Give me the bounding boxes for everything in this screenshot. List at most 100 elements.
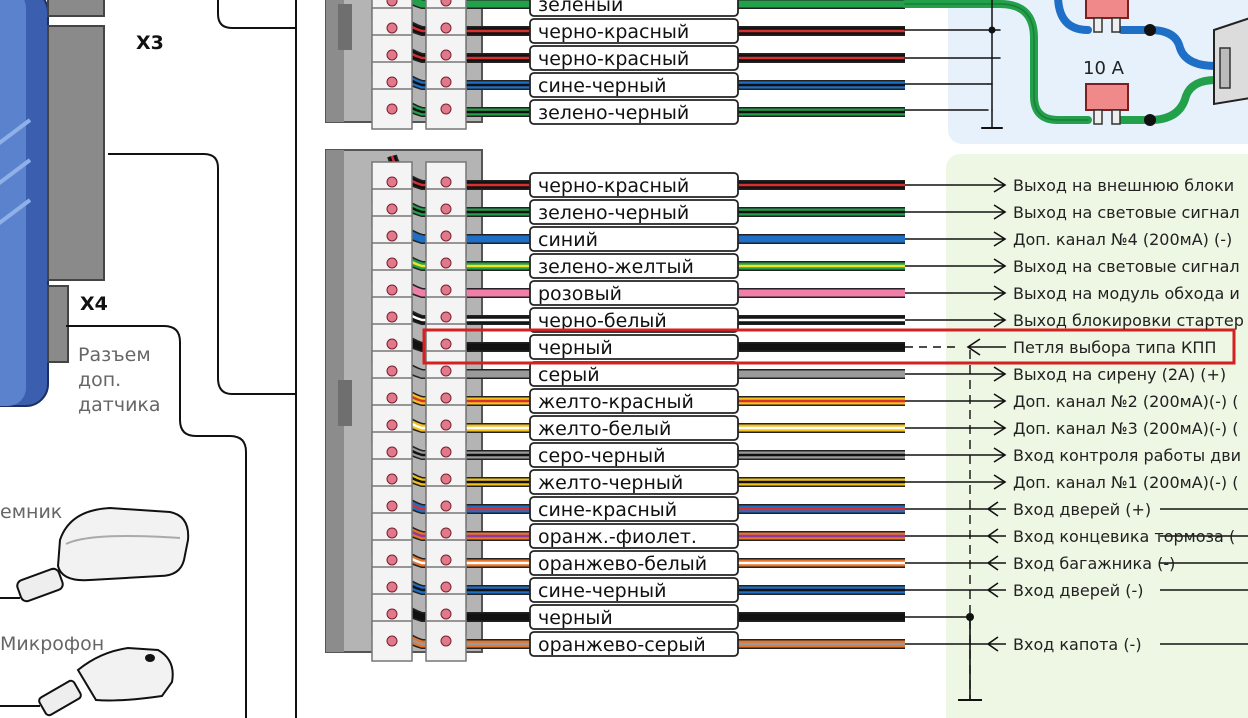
main-wire-13-terminal-pin [386, 527, 398, 539]
main-wire-0-label-box [529, 172, 739, 198]
main-unit [0, 0, 49, 407]
main-wire-16-junction-dot [966, 613, 974, 621]
main-wire-2-terminal-pin [386, 230, 398, 242]
main-wire-8-description: Доп. канал №2 (200мА)(-) ( [1013, 392, 1239, 411]
main-wire-0-terminal-pin [440, 176, 452, 188]
main-wire-8-label-box [529, 388, 739, 414]
connector-x3-label: X3 [136, 32, 164, 54]
top-wire-2-terminal-pin [386, 49, 398, 61]
microphone-label: Микрофон [0, 633, 104, 655]
main-wire-16-terminal-pin [440, 608, 452, 620]
main-wire-12-terminal-pin [440, 500, 452, 512]
main-wire-17-arrow-icon [905, 636, 1006, 652]
main-wire-3-terminal-pin [440, 257, 452, 269]
main-wire-12-description: Вход дверей (+) [1013, 500, 1151, 519]
fuse-label: 10 A [1083, 58, 1125, 79]
main-wire-9-label-box [529, 415, 739, 441]
main-wire-13-label: оранж.-фиолет. [538, 526, 697, 548]
main-wire-7-terminal-pin [440, 365, 452, 377]
main-wire-3-label: зелено-желтый [538, 256, 694, 278]
relay-icon [1213, 17, 1248, 106]
main-wire-3-terminal-pin [386, 257, 398, 269]
main-wire-5-arrow-icon [905, 312, 1007, 328]
top-wire-1-label: черно-красный [538, 21, 689, 43]
main-wire-8-label: желто-красный [538, 391, 694, 413]
fuse-area [901, 0, 1220, 129]
main-wire-6-description: Петля выбора типа КПП [1013, 338, 1216, 357]
highlight-box [422, 328, 1236, 365]
top-wire-4-label: зелено-черный [538, 102, 689, 124]
main-wire-4-terminal-pin [440, 284, 452, 296]
main-wire-4-label: розовый [538, 283, 622, 305]
main-wire-17-terminal-pin [386, 635, 398, 647]
main-wire-10-description: Вход контроля работы дви [1013, 446, 1241, 465]
green-panel [946, 154, 1248, 718]
main-wire-1-terminal-pin [440, 203, 452, 215]
aux-connector-line-2: доп. [78, 369, 121, 391]
main-wire-13-description: Вход концевика тормоза ( [1013, 527, 1235, 546]
main-wire-5-terminal-pin [386, 311, 398, 323]
main-wire-9-terminal-pin [386, 419, 398, 431]
main-wire-1-terminal-pin [386, 203, 398, 215]
main-wire-16-terminal-pin [386, 608, 398, 620]
main-wire-2-label: синий [538, 229, 598, 251]
top-wire-0-label: зеленый [538, 0, 623, 16]
main-wire-7-arrow-icon [905, 366, 1007, 382]
main-wire-8-terminal-pin [440, 392, 452, 404]
connector-x4-block [47, 285, 69, 363]
harness-lines [66, 0, 297, 718]
main-wire-0-arrow-icon [905, 177, 1007, 193]
main-wire-15-description: Вход дверей (-) [1013, 581, 1143, 600]
main-wire-17-label-box [529, 631, 739, 657]
main-wire-6-label: черный [538, 337, 613, 359]
main-wire-11-description: Доп. канал №1 (200мА)(-) ( [1013, 473, 1239, 492]
top-wire-3-label-box [529, 72, 739, 98]
main-wire-2-arrow-icon [905, 231, 1007, 247]
main-wire-15-terminal-pin [440, 581, 452, 593]
main-wire-5-label: черно-белый [538, 310, 667, 332]
terminal-pins [371, 0, 467, 662]
main-wire-9-description: Доп. канал №3 (200мА)(-) ( [1013, 419, 1239, 438]
main-wire-15-arrow-icon [905, 582, 1006, 598]
main-wire-15-label: сине-черный [538, 580, 667, 602]
main-wire-14-description: Вход багажника (-) [1013, 554, 1175, 573]
main-wire-6-label-box [529, 334, 739, 360]
main-wire-14-terminal-pin [386, 554, 398, 566]
top-wire-3-terminal-pin [440, 76, 452, 88]
main-wire-6-terminal-pin [440, 338, 452, 350]
main-wire-2-description: Доп. канал №4 (200мА) (-) [1013, 230, 1232, 249]
top-wire-1-label-box [529, 18, 739, 44]
main-wire-11-arrow-icon [905, 474, 1007, 490]
main-wire-5-description: Выход блокировки стартер [1013, 311, 1244, 330]
main-wire-2-terminal-pin [440, 230, 452, 242]
main-wire-7-description: Выход на сирену (2А) (+) [1013, 365, 1226, 384]
main-wire-10-label-box [529, 442, 739, 468]
main-wire-11-terminal-pin [386, 473, 398, 485]
main-wire-7-label: серый [538, 364, 600, 386]
connector-x3-block [47, 25, 105, 281]
main-wire-11-label-box [529, 469, 739, 495]
main-wire-2-label-box [529, 226, 739, 252]
microphone-icon [0, 646, 174, 717]
main-wire-4-label-box [529, 280, 739, 306]
main-wire-0-label: черно-красный [538, 175, 689, 197]
top-wire-4-label-box [529, 99, 739, 125]
main-wire-5-terminal-pin [440, 311, 452, 323]
top-wire-0-terminal-pin [440, 0, 452, 7]
main-wire-9-arrow-icon [905, 420, 1007, 436]
main-wire-4-terminal-pin [386, 284, 398, 296]
main-wire-1-description: Выход на световые сигнал [1013, 203, 1240, 222]
top-wire-3-terminal-pin [386, 76, 398, 88]
main-wire-17-description: Вход капота (-) [1013, 635, 1142, 654]
main-wire-4-arrow-icon [905, 285, 1007, 301]
fuse-icon [1085, 0, 1129, 125]
main-wire-4-description: Выход на модуль обхода и [1013, 284, 1240, 303]
main-wire-6-arrow-icon [966, 338, 1006, 356]
top-wire-2-label: черно-красный [538, 48, 689, 70]
main-wire-0-terminal-pin [386, 176, 398, 188]
main-wire-9-label: желто-белый [538, 418, 671, 440]
main-wire-3-label-box [529, 253, 739, 279]
main-wire-7-terminal-pin [386, 365, 398, 377]
top-wire-0-terminal-pin [386, 0, 398, 7]
